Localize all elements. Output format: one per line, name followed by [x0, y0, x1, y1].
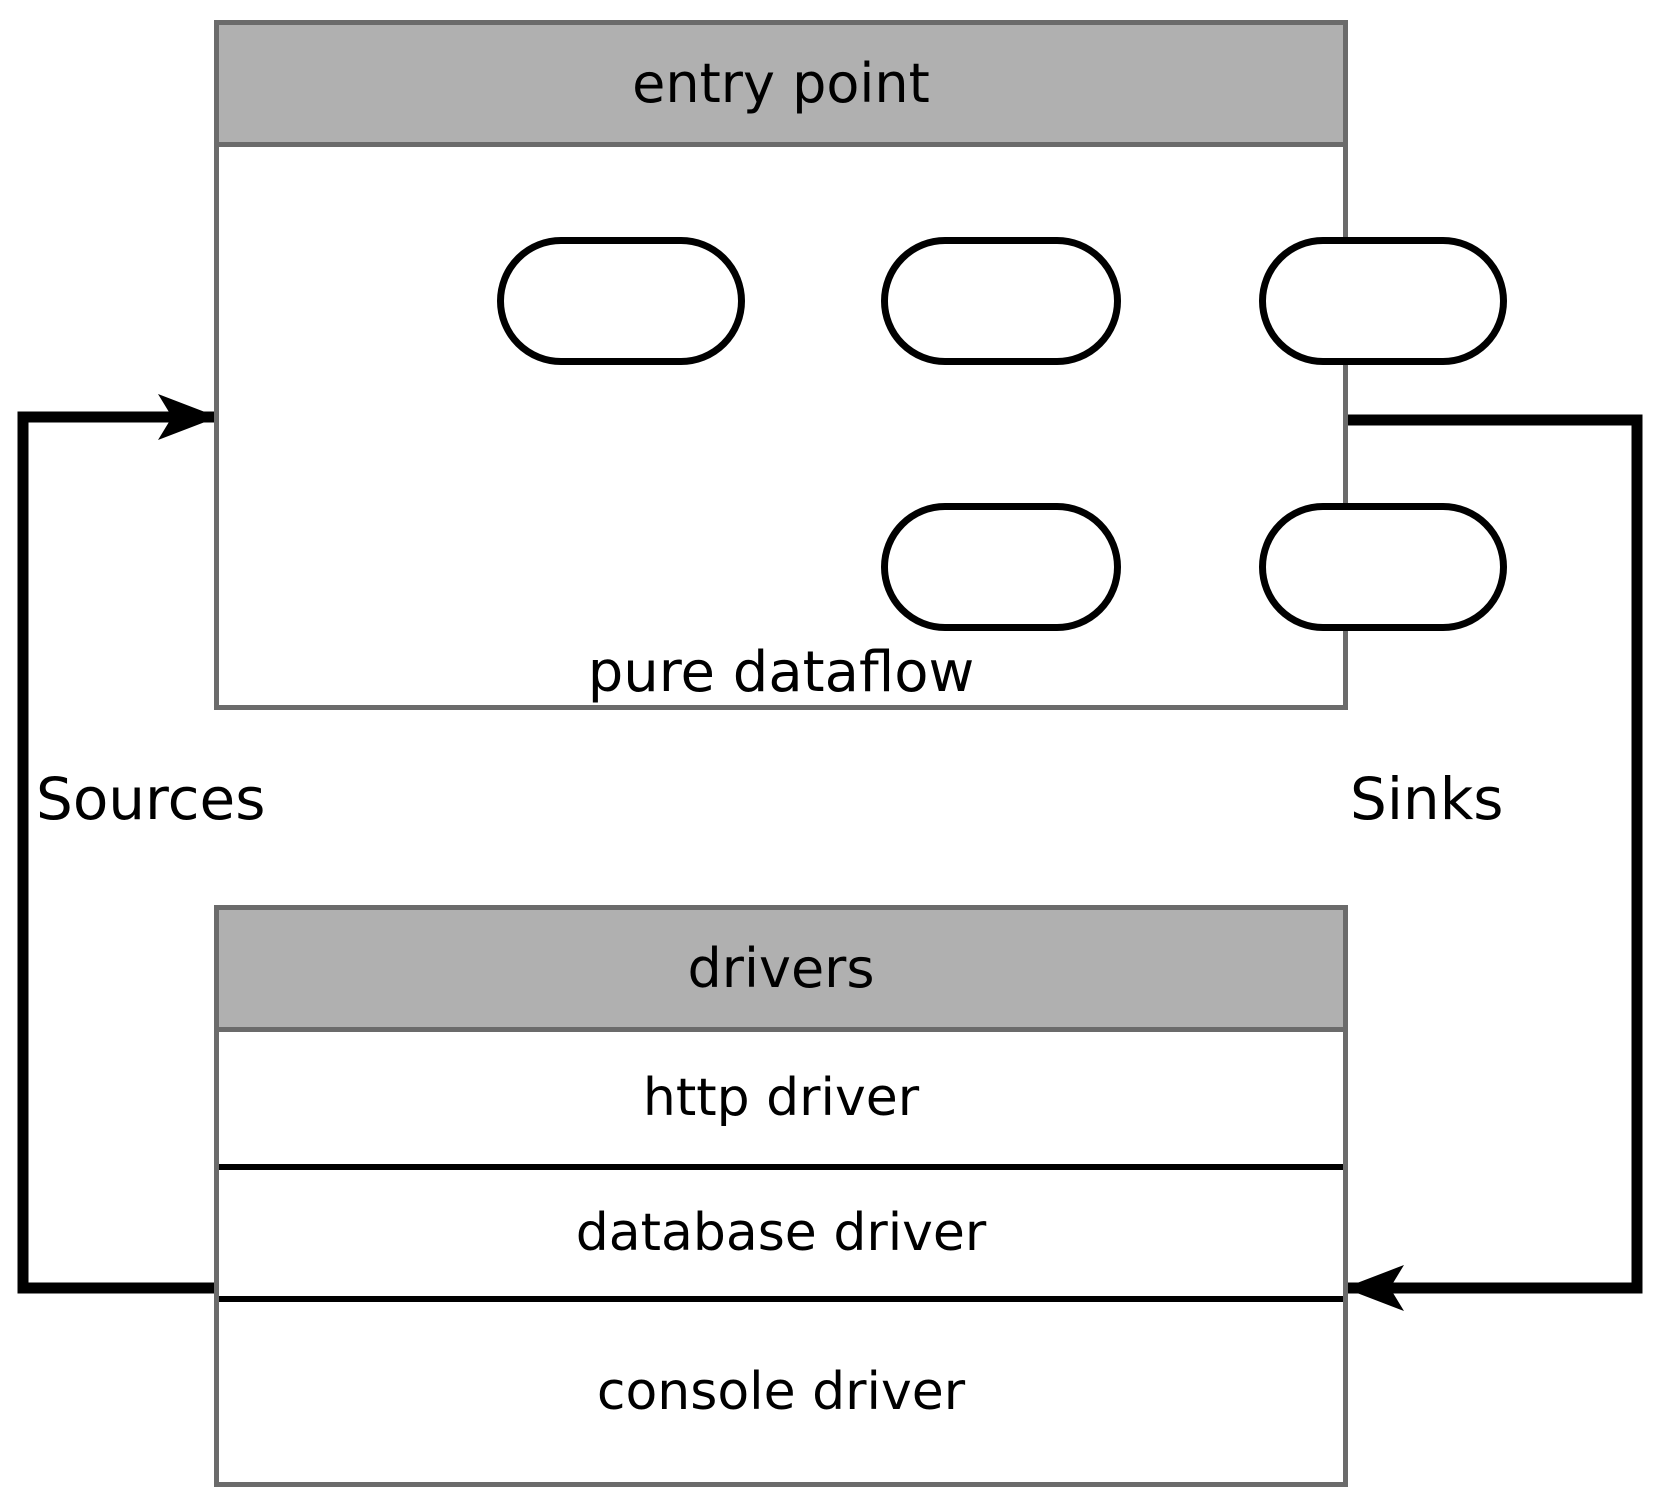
sources-label: Sources	[36, 765, 266, 833]
sinks-connector	[1344, 414, 1643, 1311]
dataflow-node-d	[881, 503, 1121, 631]
dataflow-node-e	[1259, 503, 1507, 631]
sinks-label: Sinks	[1350, 765, 1504, 833]
driver-row-console: console driver	[219, 1296, 1343, 1482]
dataflow-node-b	[881, 237, 1121, 365]
entry-point-header: entry point	[219, 25, 1343, 147]
drivers-header: drivers	[219, 910, 1343, 1032]
driver-row-label: console driver	[596, 1362, 966, 1422]
sources-connector	[17, 394, 218, 1294]
drivers-package: drivers http driver database driver cons…	[214, 905, 1348, 1487]
dataflow-node-a	[497, 237, 745, 365]
dataflow-node-c	[1259, 237, 1507, 365]
driver-row-http: http driver	[219, 1032, 1343, 1164]
pure-dataflow-caption: pure dataflow	[587, 640, 975, 705]
driver-row-label: http driver	[642, 1068, 920, 1128]
entry-point-header-label: entry point	[632, 51, 930, 115]
drivers-header-label: drivers	[687, 936, 875, 1000]
driver-row-database: database driver	[219, 1164, 1343, 1296]
driver-row-label: database driver	[575, 1203, 987, 1263]
entry-point-package: entry point pure dataflow	[214, 20, 1507, 710]
